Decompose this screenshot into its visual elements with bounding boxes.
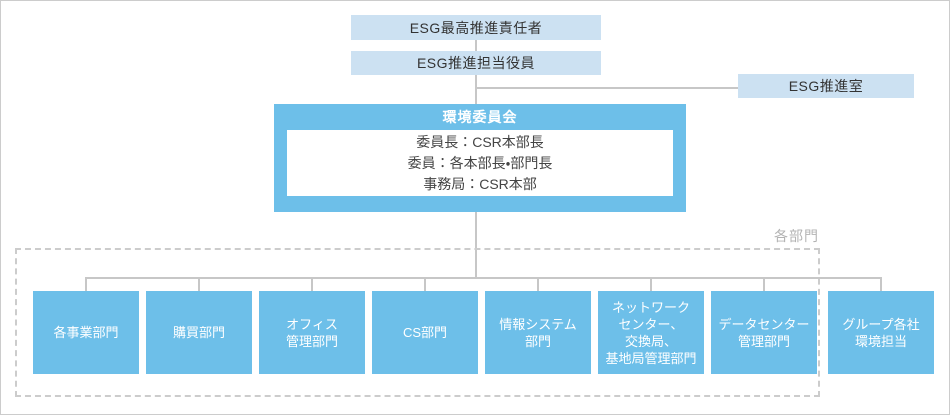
node-dept-datacenter-mgmt: データセンター 管理部門: [711, 291, 817, 374]
committee-title: 環境委員会: [442, 109, 518, 125]
departments-dashed-group: [15, 248, 820, 397]
node-esg-chief-promoter: ESG最高推進責任者: [351, 15, 601, 40]
departments-group-label: 各部門: [774, 228, 819, 244]
connector-dept-stub-1: [85, 277, 87, 291]
node-dept-network-centers: ネットワーク センター、 交換局、 基地局管理部門: [598, 291, 704, 374]
node-esg-promotion-officer: ESG推進担当役員: [351, 51, 601, 75]
node-dept-cs: CS部門: [372, 291, 478, 374]
connector-dept-stub-7: [763, 277, 765, 291]
committee-details-box: 委員長：CSR本部長 委員：各本部長・部門長 事務局：CSR本部: [287, 130, 673, 196]
committee-detail-secretariat: 事務局：CSR本部: [423, 175, 537, 192]
connector-dept-stub-8: [880, 277, 882, 291]
connector-dept-stub-5: [537, 277, 539, 291]
committee-detail-chair: 委員長：CSR本部長: [416, 133, 544, 150]
node-dept-business: 各事業部門: [33, 291, 139, 374]
connector-dept-stub-2: [198, 277, 200, 291]
connector-dept-stub-3: [311, 277, 313, 291]
committee-detail-members: 委員：各本部長・部門長: [407, 154, 553, 171]
connector-chief-officer: [475, 40, 477, 51]
node-dept-purchasing: 購買部門: [146, 291, 252, 374]
node-esg-promotion-office: ESG推進室: [738, 74, 914, 98]
connector-dept-stub-6: [650, 277, 652, 291]
node-dept-office-mgmt: オフィス 管理部門: [259, 291, 365, 374]
connector-officer-office: [476, 87, 738, 89]
connector-officer-committee: [475, 75, 477, 104]
departments-distribution-line: [86, 277, 882, 279]
node-dept-info-systems: 情報システム 部門: [485, 291, 591, 374]
node-group-companies-env: グループ各社 環境担当: [828, 291, 934, 374]
node-environment-committee: 環境委員会 委員長：CSR本部長 委員：各本部長・部門長 事務局：CSR本部: [274, 104, 686, 212]
connector-committee-departments: [475, 212, 477, 277]
connector-dept-stub-4: [424, 277, 426, 291]
